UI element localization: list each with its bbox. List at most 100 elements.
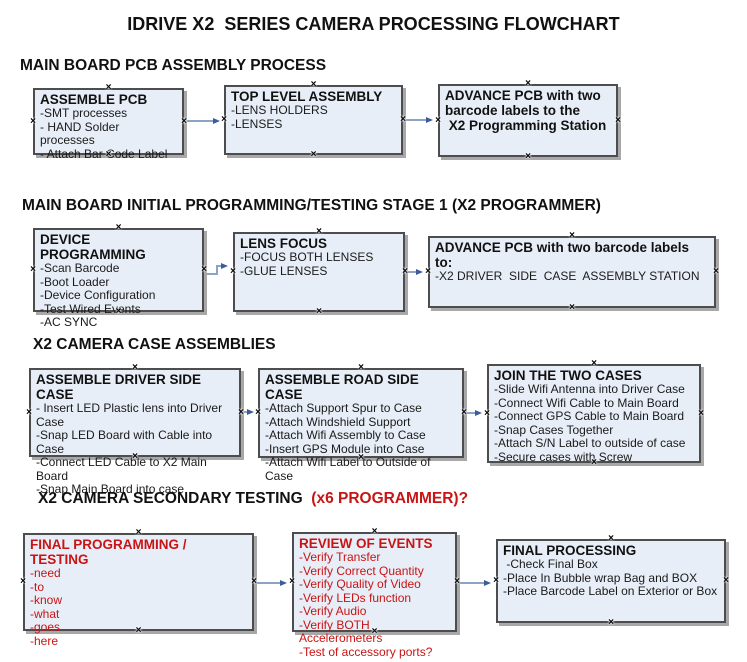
- box-item: -Attach Support Spur to Case: [265, 401, 422, 415]
- box-item: -know: [30, 593, 63, 607]
- connection-point-marker: ×: [289, 576, 295, 587]
- flow-box-device-programming: DEVICE PROGRAMMING -Scan Barcode-Boot Lo…: [30, 223, 207, 329]
- box-items: - Insert LED Plastic lens into Driver Ca…: [36, 401, 234, 497]
- flow-box-advance-pcb-programming-station: ADVANCE PCB with two barcode labels to t…: [435, 79, 621, 162]
- flow-box-final-processing: FINAL PROCESSING -Check Final Box-Place …: [493, 534, 729, 628]
- box-item: -Attach Wifi Assembly to Case: [265, 428, 426, 442]
- box-item: -Connect LED Cable to X2 Main Board: [36, 455, 211, 483]
- connection-point-marker: ×: [608, 617, 614, 628]
- box-item: -Snap LED Board with Cable into Case: [36, 428, 216, 456]
- page-title: IDRIVE X2 SERIES CAMERA PROCESSING FLOWC…: [127, 14, 620, 34]
- box-items: -SMT processes- HAND Solder processes- A…: [40, 106, 177, 161]
- connection-point-marker: ×: [569, 302, 575, 313]
- connection-point-marker: ×: [221, 114, 227, 125]
- flow-box-assemble-road-side-case: ASSEMBLE ROAD SIDE CASE -Attach Support …: [255, 363, 467, 483]
- box-item: -Verify LEDs function: [299, 590, 412, 605]
- connection-point-marker: ×: [713, 266, 719, 277]
- box-item: -SMT processes: [40, 106, 128, 120]
- connection-point-marker: ×: [251, 576, 257, 587]
- connection-point-marker: ×: [615, 114, 621, 126]
- box-title: ADVANCE PCB with two barcode labels to:: [435, 240, 693, 270]
- box-items: -Attach Support Spur to Case-Attach Wind…: [265, 401, 457, 483]
- box-item: -Slide Wifi Antenna into Driver Case: [494, 382, 685, 396]
- box-items: -X2 DRIVER SIDE CASE ASSEMBLY STATION: [435, 269, 709, 284]
- connection-point-marker: ×: [30, 115, 36, 127]
- box-item: -need: [30, 566, 61, 580]
- connection-point-marker: ×: [30, 264, 36, 275]
- box-item: -Attach Wifi Label to Outside of Case: [265, 455, 434, 483]
- connection-point-marker: ×: [238, 406, 244, 418]
- section-header-text: MAIN BOARD INITIAL PROGRAMMING/TESTING S…: [22, 197, 601, 214]
- box-item: -FOCUS BOTH LENSES: [240, 250, 374, 264]
- connection-point-marker: ×: [201, 264, 207, 275]
- box-item: -here: [30, 633, 59, 648]
- flow-box-assemble-pcb: ASSEMBLE PCB -SMT processes- HAND Solder…: [30, 83, 187, 161]
- flow-box-final-programming-testing: FINAL PROGRAMMING / TESTING -need-to-kno…: [20, 528, 257, 648]
- section-header-case-assemblies: X2 CAMERA CASE ASSEMBLIES: [33, 336, 276, 354]
- box-item: -Place In Bubble wrap Bag and BOX: [503, 570, 698, 585]
- connection-point-marker: ×: [698, 407, 704, 419]
- box-item: -Attach S/N Label to outside of case: [494, 436, 686, 450]
- flow-box-assemble-driver-side-case: ASSEMBLE DRIVER SIDE CASE - Insert LED P…: [26, 363, 244, 496]
- box-item: -Verify Correct Quantity: [299, 563, 424, 578]
- connection-point-marker: ×: [310, 149, 317, 160]
- box-title: FINAL PROGRAMMING / TESTING: [30, 537, 191, 567]
- box-item: -to: [30, 579, 45, 594]
- section-header-pcb-assembly: MAIN BOARD PCB ASSEMBLY PROCESS: [20, 57, 326, 75]
- section-header-red-suffix: (x6 PROGRAMMER)?: [307, 490, 469, 507]
- box-item: -Verify Quality of Video: [299, 577, 421, 591]
- box-item: -X2 DRIVER SIDE CASE ASSEMBLY STATION: [435, 269, 700, 283]
- box-item: - Insert LED Plastic lens into Driver Ca…: [36, 401, 226, 429]
- box-item: -Snap Cases Together: [494, 422, 614, 437]
- box-item: -what: [30, 606, 60, 621]
- flow-box-join-the-two-cases: JOIN THE TWO CASES -Slide Wifi Antenna i…: [484, 359, 704, 468]
- box-title: DEVICE PROGRAMMING: [40, 232, 146, 262]
- box-item: -LENS HOLDERS: [231, 103, 328, 117]
- section-header-text: X2 CAMERA SECONDARY TESTING: [38, 490, 307, 507]
- connection-point-marker: ×: [723, 575, 729, 586]
- flow-box-lens-focus: LENS FOCUS -FOCUS BOTH LENSES-GLUE LENSE…: [230, 227, 408, 317]
- box-item: -Insert GPS Module into Case: [265, 441, 425, 456]
- arrow-device-to-lensfocus: [204, 263, 228, 275]
- connection-point-marker: ×: [20, 576, 26, 587]
- connection-point-marker: ×: [400, 114, 406, 125]
- connection-point-marker: ×: [461, 407, 467, 418]
- section-header-initial-programming: MAIN BOARD INITIAL PROGRAMMING/TESTING S…: [22, 197, 601, 215]
- box-title: ASSEMBLE PCB: [40, 92, 148, 107]
- box-items: -Slide Wifi Antenna into Driver Case-Con…: [494, 382, 694, 464]
- box-items: -LENS HOLDERS-LENSES: [231, 103, 396, 131]
- box-item: -AC SYNC: [40, 315, 98, 329]
- box-items: -Check Final Box-Place In Bubble wrap Ba…: [503, 557, 719, 599]
- box-item: - HAND Solder processes: [40, 119, 123, 147]
- box-title: LENS FOCUS: [240, 236, 328, 251]
- section-header-secondary-testing: X2 CAMERA SECONDARY TESTING (x6 PROGRAMM…: [38, 490, 468, 508]
- box-item: -Verify Audio: [299, 604, 367, 618]
- connection-point-marker: ×: [255, 407, 261, 418]
- box-title: JOIN THE TWO CASES: [494, 368, 642, 383]
- connection-point-marker: ×: [484, 407, 490, 419]
- box-item: -Verify BOTH Accelerometers: [299, 617, 383, 645]
- box-item: -Test of accessory ports?: [299, 644, 433, 659]
- box-item: - Attach Bar Code Label: [40, 146, 168, 161]
- box-items: -need-to-know-what-goes-here: [30, 566, 247, 648]
- connection-point-marker: ×: [493, 575, 499, 586]
- box-item: -Scan Barcode: [40, 261, 120, 275]
- connection-point-marker: ×: [402, 266, 408, 277]
- box-item: -Test Wired Events: [40, 301, 141, 316]
- connection-point-marker: ×: [26, 406, 32, 418]
- box-item: -goes: [30, 620, 61, 634]
- box-item: -LENSES: [231, 116, 283, 131]
- box-item: -Verify Transfer: [299, 550, 381, 564]
- box-item: -Connect Wifi Cable to Main Board: [494, 395, 679, 410]
- connection-point-marker: ×: [316, 306, 322, 317]
- box-item: -GLUE LENSES: [240, 263, 328, 278]
- box-item: -Connect GPS Cable to Main Board: [494, 409, 685, 423]
- connection-point-marker: ×: [425, 266, 431, 277]
- box-title: ASSEMBLE ROAD SIDE CASE: [265, 372, 423, 402]
- box-items: -FOCUS BOTH LENSES-GLUE LENSES: [240, 250, 398, 278]
- box-title: ADVANCE PCB with two barcode labels to t…: [445, 88, 607, 133]
- box-title: REVIEW OF EVENTS: [299, 536, 433, 551]
- flow-box-top-level-assembly: TOP LEVEL ASSEMBLY -LENS HOLDERS-LENSES …: [221, 80, 406, 160]
- box-item: -Secure cases with Screw: [494, 449, 633, 464]
